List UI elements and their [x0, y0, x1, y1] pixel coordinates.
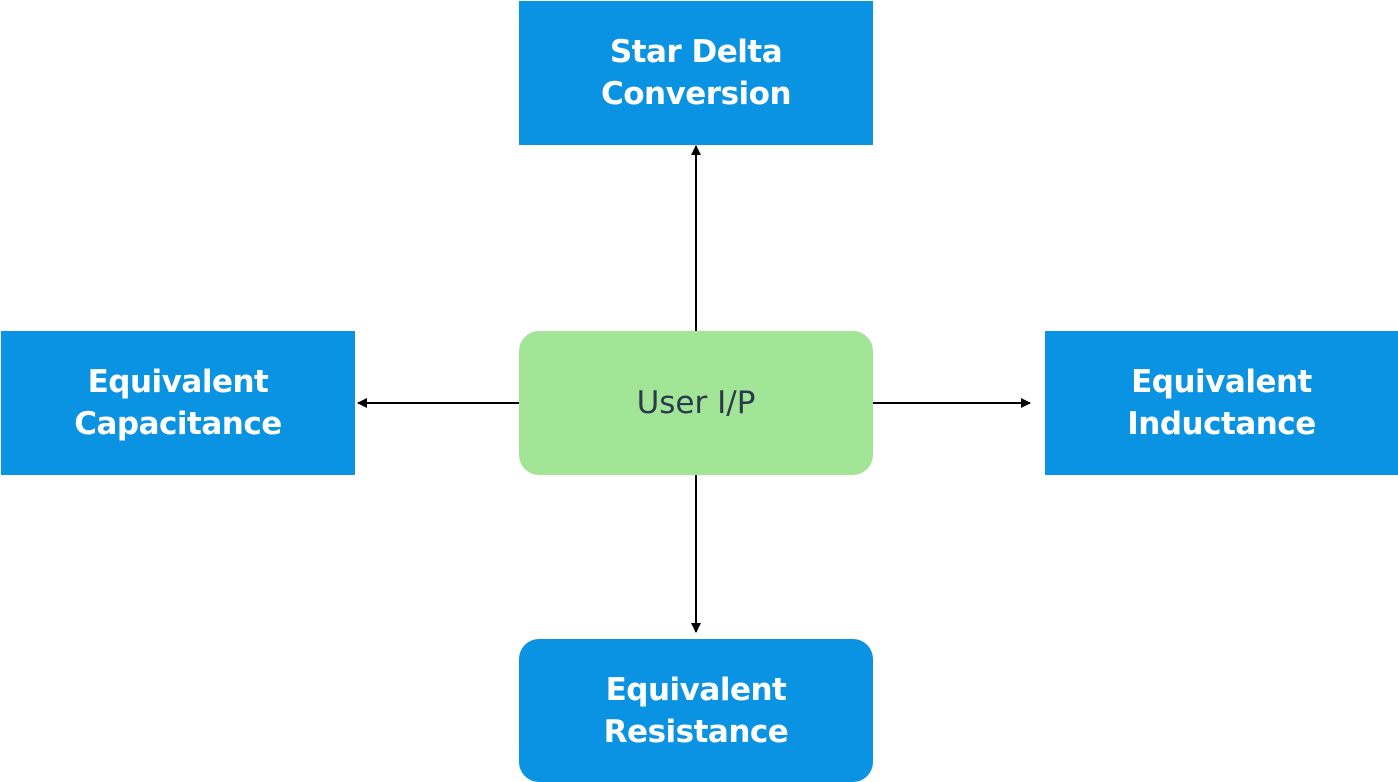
- node-star-delta-conversion: Star Delta Conversion: [519, 1, 873, 145]
- node-equivalent-inductance: Equivalent Inductance: [1045, 331, 1398, 475]
- node-user-input-label: User I/P: [636, 385, 756, 421]
- node-equivalent-resistance-label: Equivalent Resistance: [603, 671, 789, 750]
- node-equivalent-resistance: Equivalent Resistance: [519, 639, 873, 782]
- node-user-input: User I/P: [519, 331, 873, 475]
- node-equivalent-capacitance: Equivalent Capacitance: [1, 331, 355, 475]
- node-star-delta-conversion-label: Star Delta Conversion: [600, 34, 792, 112]
- node-equivalent-capacitance-label: Equivalent Capacitance: [74, 364, 282, 442]
- node-equivalent-inductance-label: Equivalent Inductance: [1127, 364, 1316, 442]
